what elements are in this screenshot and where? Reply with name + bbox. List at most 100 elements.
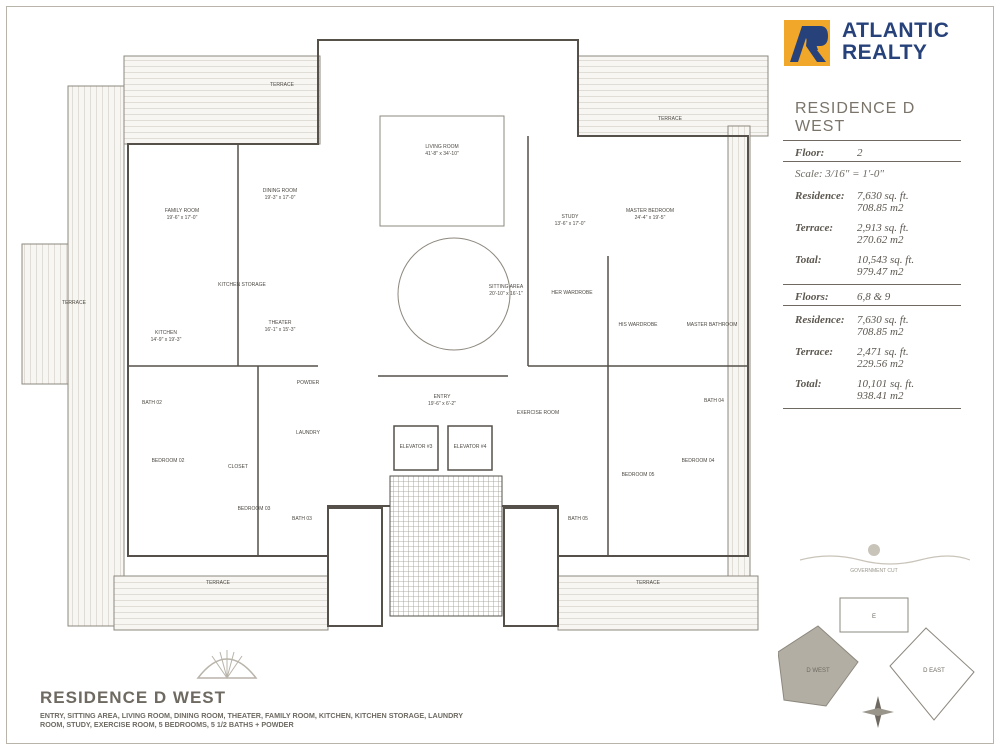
elevator-3 xyxy=(393,425,439,471)
terrace-label: Terrace: xyxy=(795,346,834,358)
label-kitchen-dim: 14'-9" x 19'-3" xyxy=(151,337,182,343)
elevator-lobby-floor xyxy=(389,475,503,617)
label-bath-5: BATH 05 xyxy=(568,516,588,522)
label-entry: ENTRY xyxy=(434,394,452,400)
terrace-sqft: 2,471 sq. ft. xyxy=(857,346,909,358)
floors-value: 6,8 & 9 xyxy=(857,291,891,303)
residence-m2: 708.85 m2 xyxy=(857,202,904,214)
logo-wordmark: ATLANTIC REALTY xyxy=(842,20,949,64)
scale-row: Scale: 3/16" = 1'-0" xyxy=(783,168,961,180)
label-bath-4: BATH 04 xyxy=(704,398,724,404)
total-label: Total: xyxy=(795,254,822,266)
floor-label: Floor: xyxy=(795,147,825,159)
label-dining: DINING ROOM xyxy=(263,188,297,194)
key-label-d-east: D EAST xyxy=(923,668,945,674)
label-living-dim: 41'-8" x 34'-10" xyxy=(425,151,459,157)
developer-logo: GOVERNMENT CUT xyxy=(800,544,970,574)
label-terrace-bottom-left: TERRACE xyxy=(206,580,231,586)
footer-title: RESIDENCE D WEST xyxy=(40,688,227,707)
label-bedroom-2: BEDROOM 02 xyxy=(152,458,185,464)
label-family-dim: 19'-6" x 17'-0" xyxy=(167,215,198,221)
label-terrace-bottom-right: TERRACE xyxy=(636,580,661,586)
label-master-bath: MASTER BATHROOM xyxy=(687,322,738,328)
total-m2: 979.47 m2 xyxy=(857,266,904,278)
terrace-label: Terrace: xyxy=(795,222,834,234)
residence-m2: 708.85 m2 xyxy=(857,326,904,338)
label-master-dim: 24'-4" x 19'-5" xyxy=(635,215,666,221)
label-powder: POWDER xyxy=(297,380,320,386)
developer-name: GOVERNMENT CUT xyxy=(850,568,897,574)
terrace-right xyxy=(727,125,751,597)
residence-row-1: Residence: 7,630 sq. ft.708.85 m2 xyxy=(783,190,961,214)
logo-line-2: REALTY xyxy=(842,41,928,64)
terrace-sqft: 2,913 sq. ft. xyxy=(857,222,909,234)
label-bath-2: BATH 02 xyxy=(142,400,162,406)
compass-icon xyxy=(862,696,894,728)
terrace-m2: 229.56 m2 xyxy=(857,358,904,370)
terraces xyxy=(21,55,769,631)
spec-title: RESIDENCE D WEST xyxy=(783,92,961,141)
shell-icon xyxy=(196,650,258,679)
terrace-top-left xyxy=(123,55,321,145)
label-sitting: SITTING AREA xyxy=(489,284,524,290)
residence-label: Residence: xyxy=(795,190,845,202)
sitting-rug xyxy=(397,237,511,351)
label-kitchen-storage: KITCHEN STORAGE xyxy=(218,282,266,288)
label-family: FAMILY ROOM xyxy=(165,208,199,214)
terrace-row-2: Terrace: 2,471 sq. ft.229.56 m2 xyxy=(783,346,961,370)
label-closet: CLOSET xyxy=(228,464,248,470)
label-bedroom-5: BEDROOM 05 xyxy=(622,472,655,478)
floor-value: 2 xyxy=(857,147,863,159)
spec-panel: RESIDENCE D WEST Floor: 2 Scale: 3/16" =… xyxy=(783,92,961,409)
label-terrace-top-left: TERRACE xyxy=(270,82,295,88)
label-dining-dim: 19'-3" x 17'-0" xyxy=(265,195,296,201)
label-terrace-left: TERRACE xyxy=(62,300,87,306)
label-elevator-4: ELEVATOR #4 xyxy=(454,444,487,450)
room-labels: LIVING ROOM 41'-8" x 34'-10" DINING ROOM… xyxy=(62,82,737,586)
label-entry-dim: 19'-6" x 6'-2" xyxy=(428,401,456,407)
terrace-far-left xyxy=(21,243,69,385)
label-her-wardrobe: HER WARDROBE xyxy=(551,290,593,296)
label-living: LIVING ROOM xyxy=(425,144,458,150)
terrace-top-right xyxy=(577,55,769,137)
key-plan: E D WEST D EAST xyxy=(778,597,975,728)
terrace-bottom-left xyxy=(113,575,329,631)
key-tower-d-west xyxy=(778,625,859,707)
total-sqft: 10,101 sq. ft. xyxy=(857,378,915,390)
label-study-dim: 13'-6" x 17'-0" xyxy=(555,221,586,227)
key-label-e: E xyxy=(872,614,876,620)
label-bedroom-3: BEDROOM 03 xyxy=(238,506,271,512)
walls xyxy=(127,39,749,557)
page-frame xyxy=(6,6,994,744)
label-bath-3: BATH 03 xyxy=(292,516,312,522)
scale-text: Scale: 3/16" = 1'-0" xyxy=(795,168,884,180)
total-m2: 938.41 m2 xyxy=(857,390,904,402)
floors-label: Floors: xyxy=(795,291,829,303)
stair-left xyxy=(327,507,383,627)
ar-monogram-icon xyxy=(784,20,830,66)
label-terrace-top-right: TERRACE xyxy=(658,116,683,122)
total-row-1: Total: 10,543 sq. ft.979.47 m2 xyxy=(783,254,961,278)
key-tower-d-east xyxy=(889,627,975,721)
label-elevator-3: ELEVATOR #3 xyxy=(400,444,433,450)
residence-sqft: 7,630 sq. ft. xyxy=(857,314,909,326)
label-his-wardrobe: HIS WARDROBE xyxy=(619,322,659,328)
key-label-d-west: D WEST xyxy=(806,668,830,674)
residence-label: Residence: xyxy=(795,314,845,326)
label-bedroom-4: BEDROOM 04 xyxy=(682,458,715,464)
footer-description: ENTRY, SITTING AREA, LIVING ROOM, DINING… xyxy=(40,711,463,729)
terrace-bottom-right xyxy=(557,575,759,631)
terrace-row-1: Terrace: 2,913 sq. ft.270.62 m2 xyxy=(783,222,961,246)
terrace-left xyxy=(67,85,125,627)
residence-sqft: 7,630 sq. ft. xyxy=(857,190,909,202)
atlantic-realty-logo: ATLANTIC REALTY xyxy=(784,18,984,68)
label-master-bedroom: MASTER BEDROOM xyxy=(626,208,674,214)
stair-right xyxy=(503,507,559,627)
label-exercise: EXERCISE ROOM xyxy=(517,410,559,416)
terrace-m2: 270.62 m2 xyxy=(857,234,904,246)
floor-plan: LIVING ROOM 41'-8" x 34'-10" DINING ROOM… xyxy=(21,39,769,631)
label-kitchen: KITCHEN xyxy=(155,330,177,336)
label-theater: THEATER xyxy=(269,320,292,326)
living-rug xyxy=(379,115,505,227)
